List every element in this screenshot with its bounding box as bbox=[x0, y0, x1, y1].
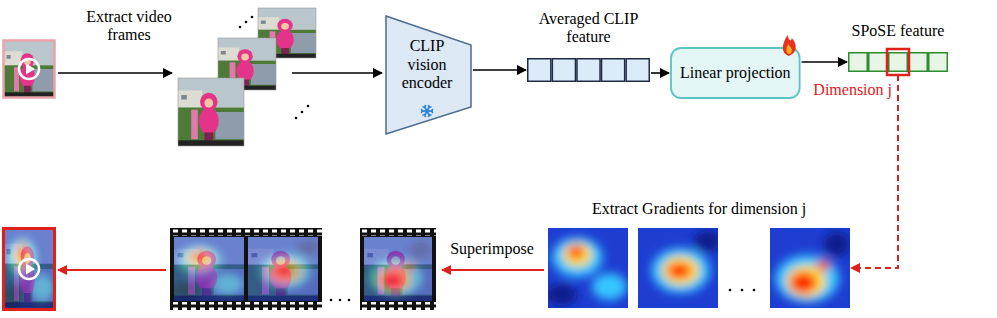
play-icon bbox=[19, 259, 39, 279]
video-border bbox=[4, 229, 55, 310]
film-strip bbox=[170, 228, 436, 310]
ellipsis-dots bbox=[330, 299, 351, 302]
process-box: Linear projection bbox=[670, 47, 801, 99]
vector-cell bbox=[577, 59, 600, 82]
annotation-label: Extract video frames bbox=[84, 8, 174, 45]
vector-cell bbox=[602, 59, 625, 82]
box-text: CLIP vision encoder bbox=[391, 37, 463, 92]
vector-cell bbox=[909, 53, 928, 72]
flow-arrow bbox=[802, 61, 847, 63]
superimpose-arrow bbox=[442, 269, 544, 271]
flow-arrow bbox=[651, 72, 669, 74]
flow-arrow bbox=[473, 69, 526, 71]
vector-bar bbox=[527, 58, 650, 82]
edge-label: Dimension j bbox=[813, 81, 892, 99]
heatmap-group: Extract Gradients for dimension j bbox=[548, 200, 850, 308]
input-video bbox=[4, 41, 55, 98]
vector-cell bbox=[626, 59, 649, 82]
group-heading: Extract Gradients for dimension j bbox=[548, 200, 850, 218]
encoder-trapezoid: CLIP vision encoder bbox=[385, 15, 472, 135]
snowflake-icon bbox=[421, 105, 433, 117]
feature-vector: Averaged CLIP feature bbox=[527, 10, 650, 82]
output-arrow bbox=[58, 269, 166, 271]
annotation-label: Superimpose bbox=[440, 240, 544, 258]
heatmap-row bbox=[548, 228, 850, 308]
frame-stack bbox=[178, 8, 316, 146]
trainable-fire-icon bbox=[783, 35, 796, 56]
gradient-heatmap bbox=[638, 228, 721, 308]
video-border bbox=[4, 41, 55, 98]
group-heading: Averaged CLIP feature bbox=[527, 10, 650, 47]
box-text: Linear projection bbox=[680, 64, 791, 82]
ellipsis-dot bbox=[729, 289, 732, 292]
gradient-heatmap bbox=[770, 228, 850, 308]
vector-cell bbox=[849, 53, 868, 72]
play-icon bbox=[19, 59, 39, 79]
ellipsis-dots bbox=[239, 16, 310, 120]
vector-cell bbox=[869, 53, 888, 72]
vector-cell bbox=[929, 53, 948, 72]
vector-cell bbox=[552, 59, 575, 82]
ellipsis-dot bbox=[753, 289, 756, 292]
gradient-heatmap bbox=[548, 228, 628, 308]
vector-cell bbox=[889, 53, 908, 72]
vector-bar bbox=[848, 52, 948, 72]
extract-arrow bbox=[58, 72, 172, 74]
output-video bbox=[2, 229, 54, 310]
group-heading: SPoSE feature bbox=[848, 22, 948, 40]
frames-arrow bbox=[292, 72, 382, 74]
ellipsis-dot bbox=[741, 289, 744, 292]
dashed-arrow bbox=[851, 75, 898, 268]
highlight-cell bbox=[887, 49, 909, 75]
vector-cell bbox=[528, 59, 551, 82]
feature-vector: SPoSE feature bbox=[848, 22, 948, 72]
